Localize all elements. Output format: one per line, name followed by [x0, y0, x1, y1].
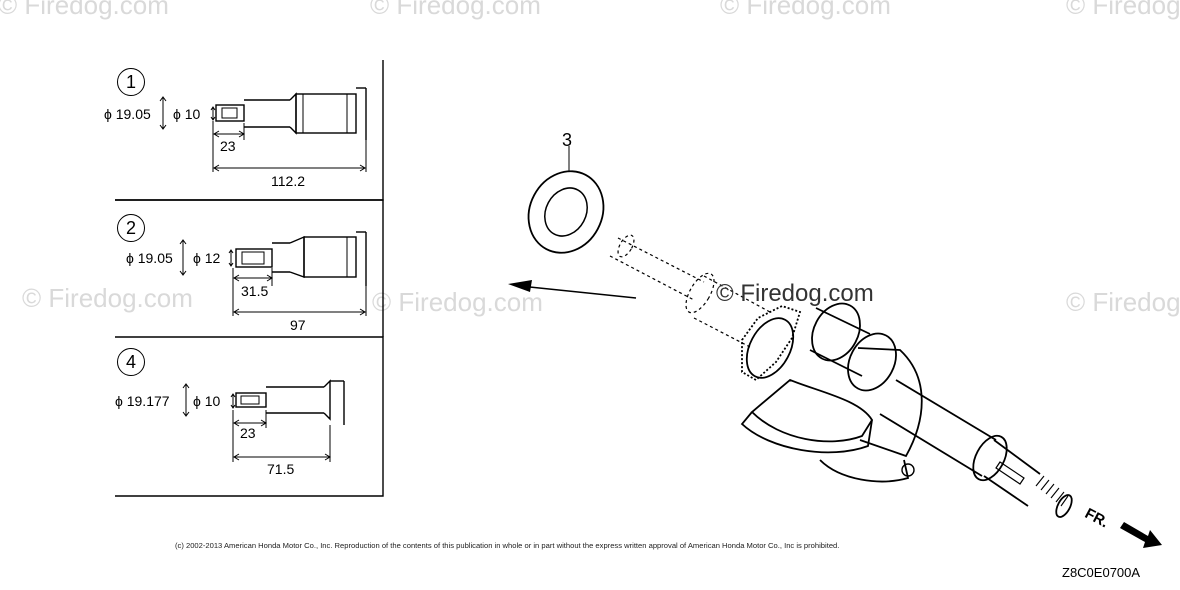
- outer-diameter-label: ϕ 19.05: [104, 106, 151, 122]
- watermark: © Firedog.com: [1066, 287, 1180, 317]
- watermark: © Firedog.com: [720, 0, 891, 20]
- copyright-notice: (c) 2002-2013 American Honda Motor Co., …: [175, 541, 840, 550]
- watermark: © Firedog.com: [1066, 0, 1180, 20]
- shaft-1-dimensions: [159, 96, 367, 172]
- inner-diameter-label: ϕ 10: [193, 393, 221, 409]
- watermark-main: © Firedog.com: [716, 280, 874, 307]
- inner-diameter-label: ϕ 10: [173, 106, 201, 122]
- outer-diameter-label: ϕ 19.177: [115, 393, 170, 409]
- shaft-4-drawing: [235, 379, 345, 425]
- inner-diameter-label: ϕ 12: [193, 250, 221, 266]
- crankshaft-part: [740, 302, 1073, 518]
- panel-frame-1: [115, 60, 384, 201]
- front-direction-arrow: [1120, 522, 1162, 548]
- shaft-4-dimensions: [182, 383, 331, 462]
- short-length-label: 31.5: [241, 283, 269, 299]
- panel-frame-3: [115, 336, 384, 497]
- panel-frame-2: [115, 199, 384, 337]
- long-length-label: 97: [290, 317, 306, 333]
- watermark: © Firedog.com: [0, 0, 169, 20]
- shaft-1-drawing: [215, 87, 367, 140]
- watermark: © Firedog.com: [372, 287, 543, 317]
- outer-diameter-label: ϕ 19.05: [126, 250, 173, 266]
- shaft-dashed-outline: [609, 234, 771, 349]
- panel-index-2: 2: [117, 214, 145, 242]
- watermark: © Firedog.com: [370, 0, 541, 20]
- panel-index-1: 1: [117, 68, 145, 96]
- part-number-label: 3: [562, 130, 573, 150]
- long-length-label: 71.5: [267, 461, 295, 477]
- indicator-arrow: [508, 280, 637, 299]
- long-length-label: 112.2: [271, 173, 305, 189]
- shaft-2-dimensions: [179, 239, 367, 316]
- short-length-label: 23: [220, 138, 236, 154]
- short-length-label: 23: [240, 425, 256, 441]
- panel-index-4: 4: [117, 348, 145, 376]
- diagram-code: Z8C0E0700A: [1062, 565, 1141, 580]
- washer-part: [527, 146, 605, 254]
- watermark: © Firedog.com: [22, 283, 193, 313]
- shaft-2-drawing: [235, 231, 367, 286]
